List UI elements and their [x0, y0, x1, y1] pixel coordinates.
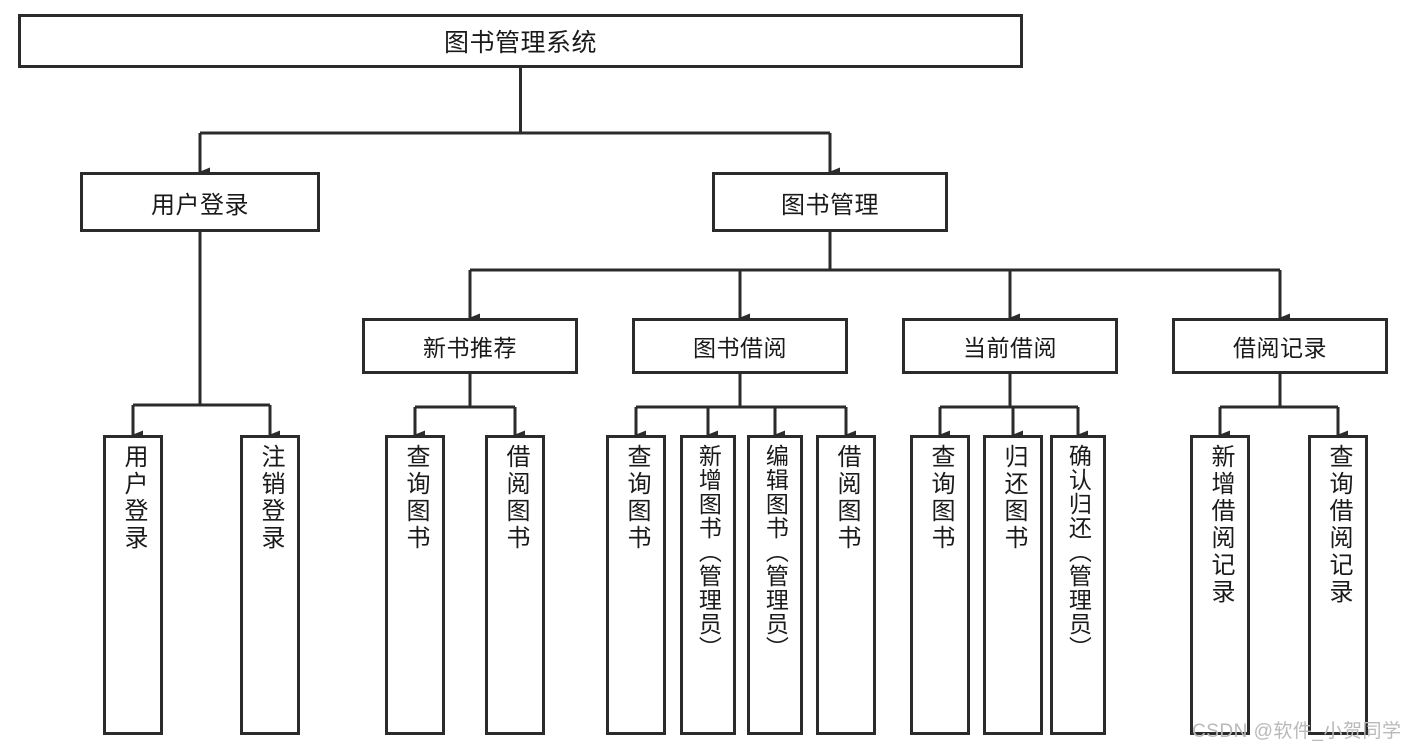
node-label: 确认归还（管理员） [1065, 444, 1092, 660]
node-label: 查询图书 [622, 444, 650, 552]
node-leaf-query-book-3[interactable]: 查询图书 [910, 435, 970, 735]
node-leaf-borrow-book-2[interactable]: 借阅图书 [816, 435, 876, 735]
node-root[interactable]: 图书管理系统 [18, 14, 1023, 68]
node-label: 用户登录 [119, 444, 147, 552]
node-leaf-confirm-return[interactable]: 确认归还（管理员） [1050, 435, 1106, 735]
node-label: 查询图书 [926, 444, 954, 552]
node-label: 归还图书 [999, 444, 1027, 552]
node-leaf-add-book[interactable]: 新增图书（管理员） [680, 435, 736, 735]
node-leaf-query-record[interactable]: 查询借阅记录 [1308, 435, 1368, 735]
node-label: 新增借阅记录 [1206, 444, 1234, 606]
node-book-borrow[interactable]: 图书借阅 [632, 318, 848, 374]
node-user-login[interactable]: 用户登录 [80, 172, 320, 232]
node-new-book-rec[interactable]: 新书推荐 [362, 318, 578, 374]
node-leaf-logout[interactable]: 注销登录 [240, 435, 300, 735]
node-current-borrow[interactable]: 当前借阅 [902, 318, 1118, 374]
node-label: 当前借阅 [963, 335, 1057, 361]
node-label: 图书管理 [781, 191, 879, 219]
node-label: 查询图书 [401, 444, 429, 552]
node-label: 新增图书（管理员） [695, 444, 722, 660]
node-label: 图书借阅 [693, 335, 787, 361]
node-label: 查询借阅记录 [1324, 444, 1352, 606]
node-label: 注销登录 [256, 444, 284, 552]
node-leaf-user-login[interactable]: 用户登录 [103, 435, 163, 735]
node-leaf-borrow-book-1[interactable]: 借阅图书 [485, 435, 545, 735]
node-label: 图书管理系统 [443, 29, 597, 57]
node-label: 借阅图书 [832, 444, 860, 552]
node-book-manage[interactable]: 图书管理 [712, 172, 948, 232]
node-label: 新书推荐 [423, 335, 517, 361]
node-label: 编辑图书（管理员） [762, 444, 789, 660]
node-leaf-query-book-2[interactable]: 查询图书 [606, 435, 666, 735]
node-leaf-return-book[interactable]: 归还图书 [983, 435, 1043, 735]
node-label: 用户登录 [151, 191, 249, 219]
node-leaf-add-record[interactable]: 新增借阅记录 [1190, 435, 1250, 735]
node-label: 借阅图书 [501, 444, 529, 552]
node-label: 借阅记录 [1233, 335, 1327, 361]
node-leaf-edit-book[interactable]: 编辑图书（管理员） [747, 435, 803, 735]
edge-group [131, 68, 1348, 440]
node-leaf-query-book-1[interactable]: 查询图书 [385, 435, 445, 735]
node-borrow-record[interactable]: 借阅记录 [1172, 318, 1388, 374]
